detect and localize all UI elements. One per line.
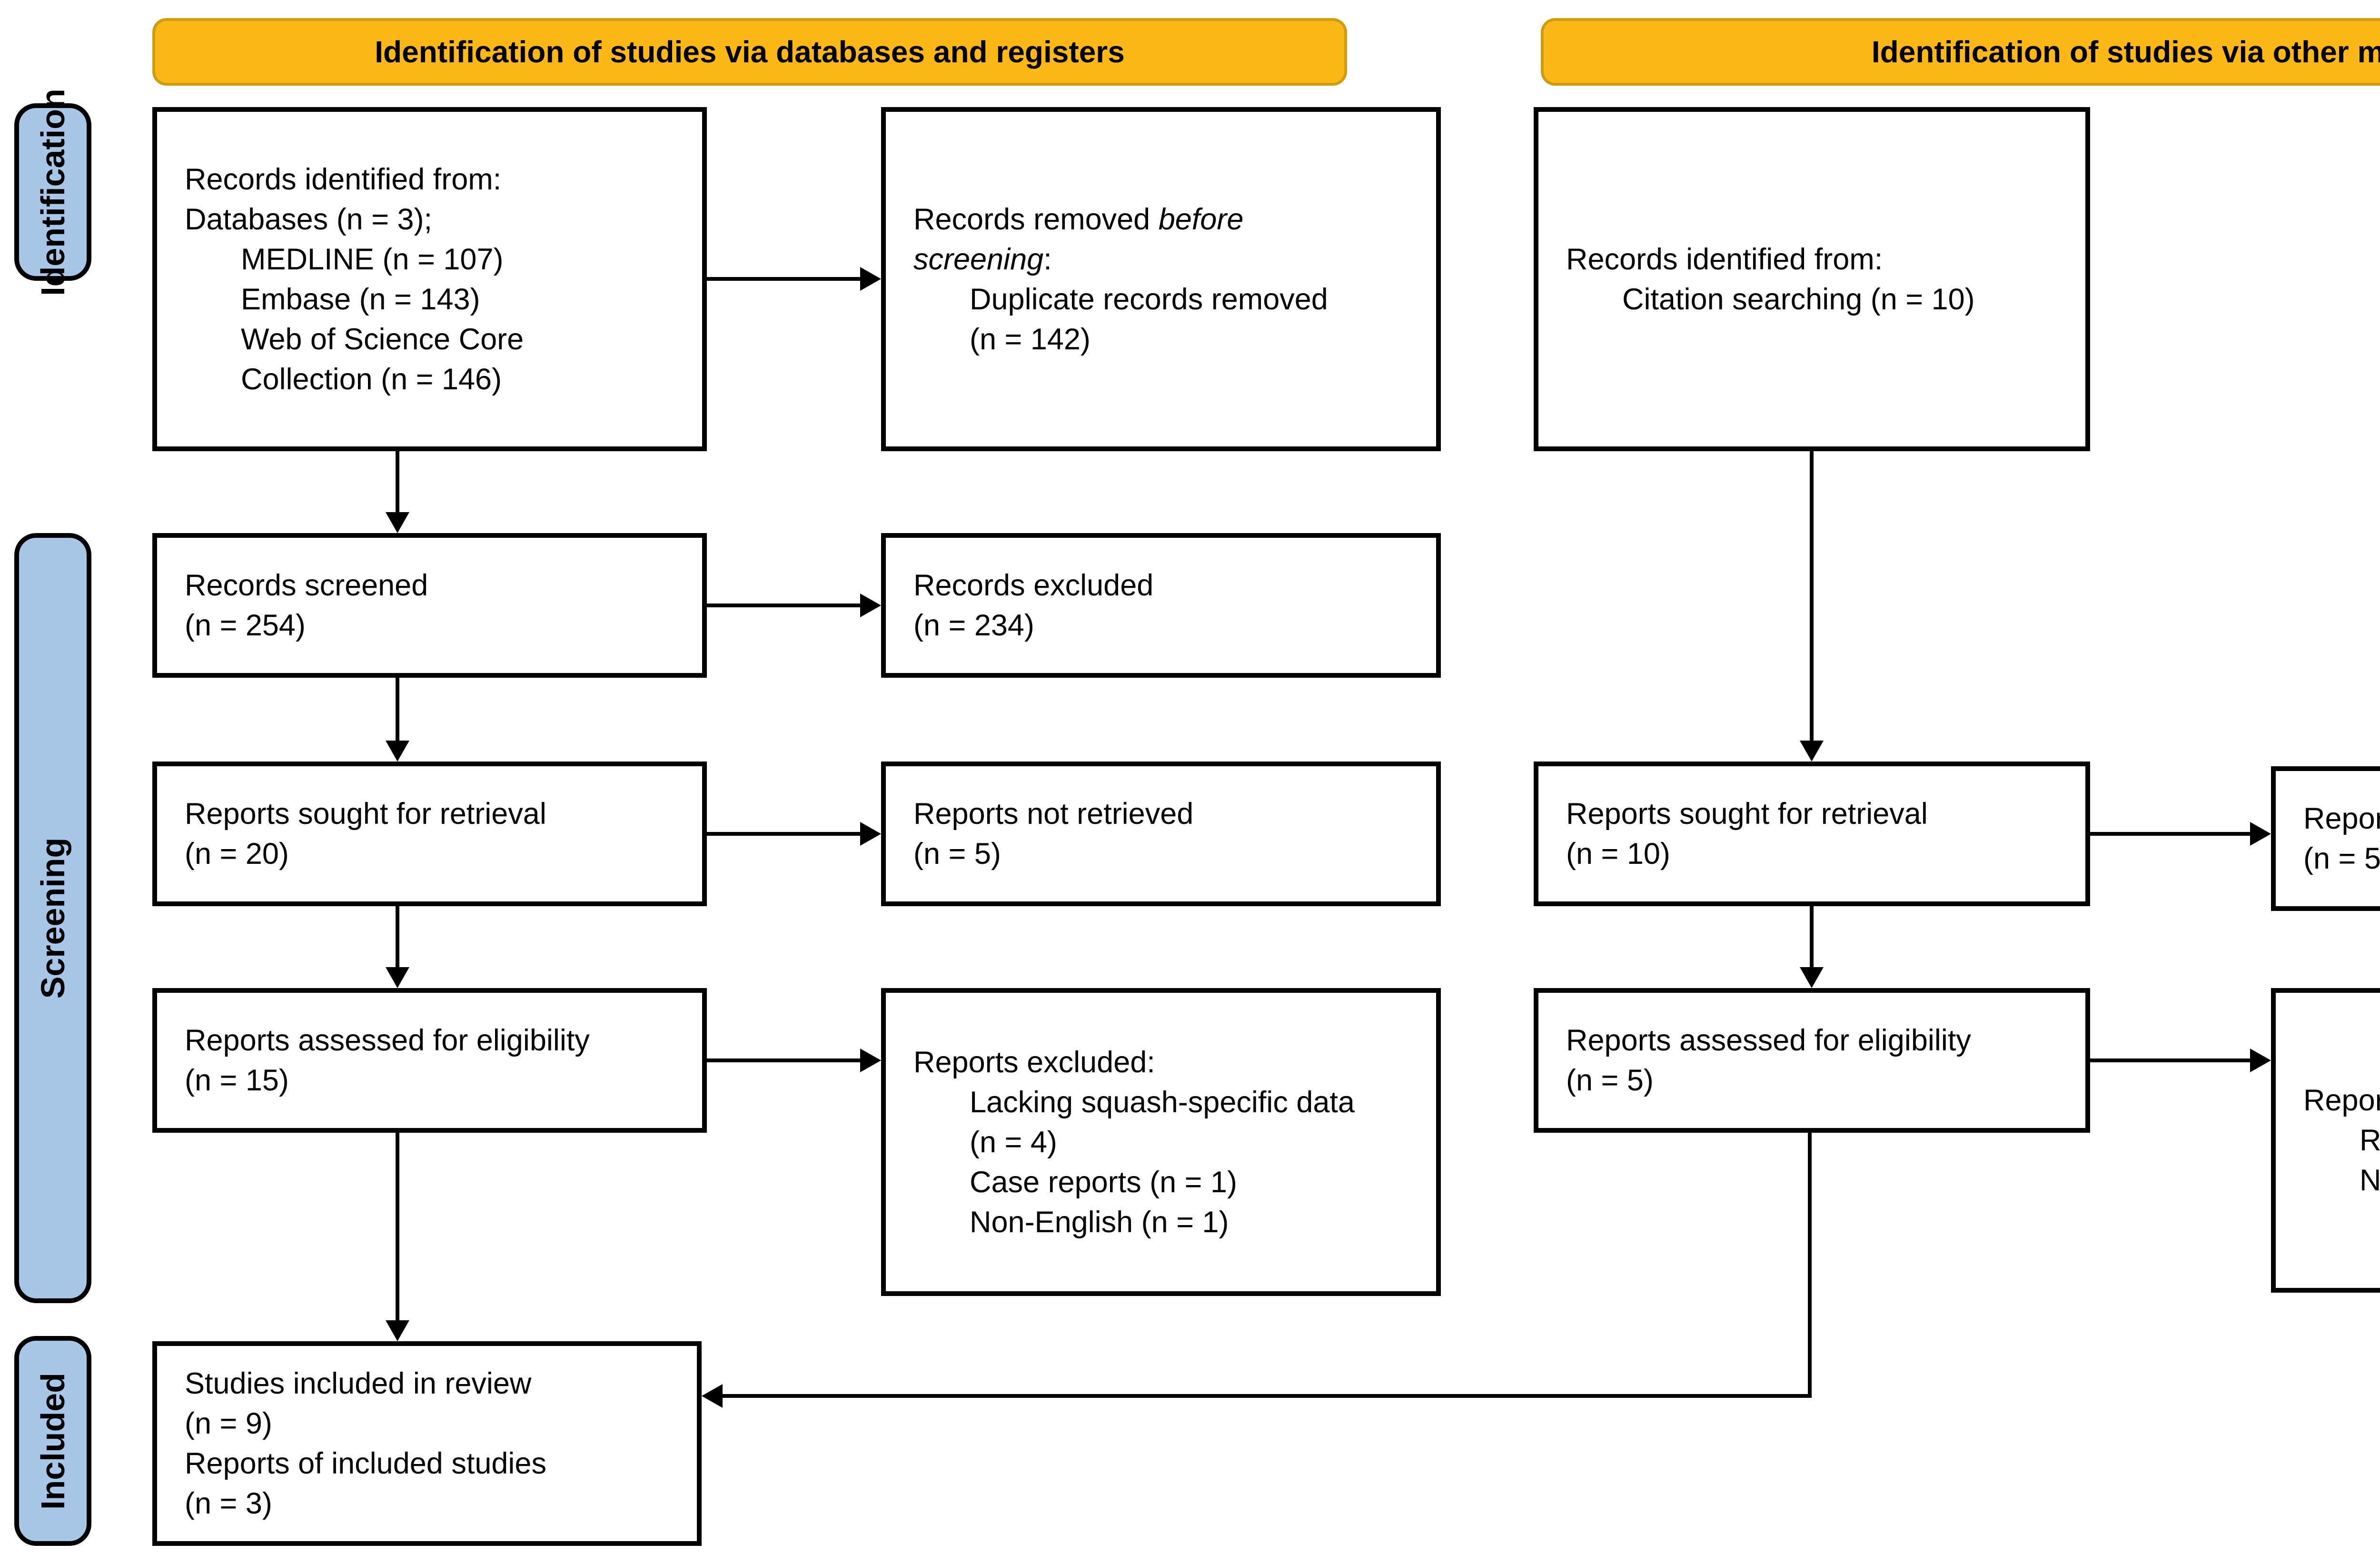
arrow-sought-other-to-notretrieved-line (2090, 832, 2251, 836)
box-text-line: Citation searching (n = 10) (1622, 282, 1975, 316)
stage-screening: Screening (14, 533, 91, 1303)
arrow-screened-to-sought-head (386, 741, 409, 762)
arrow-sought-to-notretrieved-line (707, 832, 861, 836)
box-text-line: (n = 3) (185, 1487, 272, 1520)
box-records-excluded: Records excluded (n = 234) (881, 533, 1441, 678)
header-other-methods: Identification of studies via other meth… (1541, 18, 2380, 86)
arrow-assessed-to-included-head (386, 1320, 409, 1341)
box-text-line: (n = 234) (913, 609, 1034, 642)
arrow-screened-to-sought-line (396, 678, 399, 742)
header-other-methods-label: Identification of studies via other meth… (1871, 35, 2380, 69)
box-text-line: (n = 15) (185, 1064, 289, 1097)
arrow-assessed-other-to-included-vline (1808, 1133, 1812, 1398)
box-text-line: Records removed before (913, 202, 1244, 236)
arrow-assessed-to-excluded-line (707, 1058, 861, 1062)
box-text-line: Non-English (n = 1) (2360, 1164, 2380, 1197)
arrow-identified-to-screened-head (386, 512, 409, 533)
box-text-line: Embase (n = 143) (241, 282, 480, 316)
box-text-line: (n = 254) (185, 609, 306, 642)
arrow-sought-to-notretrieved-head (860, 822, 881, 846)
box-text-line: screening: (913, 242, 1052, 276)
arrow-screened-to-excluded-line (707, 603, 861, 607)
box-text-line: Reports assessed for eligibility (1566, 1024, 1971, 1057)
box-text-line: Records identified from: (185, 162, 502, 196)
box-text-line: (n = 5) (1566, 1064, 1654, 1097)
box-reports-not-retrieved-other: Reports not retrieved (n = 5) (2271, 766, 2380, 911)
box-studies-included: Studies included in review (n = 9) Repor… (152, 1341, 702, 1546)
arrow-assessed-other-to-excluded-line (2090, 1058, 2251, 1062)
arrow-identified-to-removed-head (860, 267, 881, 291)
box-text-line: Records identified from: (1566, 242, 1883, 276)
box-records-identified-citation: Records identified from: Citation search… (1534, 107, 2090, 451)
box-text-line: Non-English (n = 1) (970, 1205, 1229, 1239)
box-reports-excluded-other: Reports excluded: Review (n = 1) Non-Eng… (2271, 988, 2380, 1293)
box-text-line: Records excluded (913, 569, 1154, 602)
arrow-assessed-to-excluded-head (860, 1049, 881, 1072)
arrow-citation-to-sought-head (1800, 741, 1824, 762)
box-text-line: (n = 10) (1566, 837, 1670, 871)
box-text-line: Lacking squash-specific data (970, 1085, 1355, 1119)
box-text-line: Web of Science Core (241, 322, 524, 356)
box-reports-sought-databases: Reports sought for retrieval (n = 20) (152, 762, 707, 906)
box-records-removed-before-screening: Records removed before screening: Duplic… (881, 107, 1441, 451)
box-reports-assessed-other: Reports assessed for eligibility (n = 5) (1534, 988, 2090, 1133)
stage-included: Included (14, 1336, 91, 1546)
arrow-sought-other-to-notretrieved-head (2250, 822, 2271, 846)
arrow-screened-to-excluded-head (860, 594, 881, 617)
box-text-line: Case reports (n = 1) (970, 1165, 1237, 1199)
box-records-screened: Records screened (n = 254) (152, 533, 707, 678)
box-text-line: Reports sought for retrieval (185, 797, 546, 831)
header-databases-registers: Identification of studies via databases … (152, 18, 1347, 86)
arrow-sought-to-assessed-line (396, 906, 399, 970)
box-text-line: Studies included in review (185, 1367, 532, 1400)
box-text-line: Reports sought for retrieval (1566, 797, 1928, 831)
box-text-line: (n = 4) (970, 1125, 1057, 1159)
box-reports-assessed-databases: Reports assessed for eligibility (n = 15… (152, 988, 707, 1133)
box-text-line: (n = 5) (913, 837, 1001, 871)
arrow-assessed-other-to-included-hline (722, 1394, 1812, 1398)
box-text-line: Collection (n = 146) (241, 362, 502, 396)
arrow-assessed-other-to-excluded-head (2250, 1049, 2271, 1072)
box-text-line: (n = 9) (185, 1407, 272, 1440)
box-text-line: Records screened (185, 569, 428, 602)
box-text-line: (n = 20) (185, 837, 289, 871)
box-text-line: Databases (n = 3); (185, 202, 433, 236)
box-text-line: Duplicate records removed (970, 282, 1328, 316)
arrow-assessed-other-to-included-head (702, 1384, 723, 1408)
box-reports-sought-other: Reports sought for retrieval (n = 10) (1534, 762, 2090, 906)
arrow-identified-to-removed-line (707, 277, 861, 281)
box-text-line: Reports excluded: (2303, 1084, 2380, 1117)
header-databases-registers-label: Identification of studies via databases … (375, 35, 1125, 69)
box-text-line: (n = 142) (970, 322, 1091, 356)
box-text-line: Reports of included studies (185, 1447, 546, 1480)
box-reports-excluded-databases: Reports excluded: Lacking squash-specifi… (881, 988, 1441, 1296)
arrow-citation-to-sought-line (1810, 451, 1814, 742)
box-text-line: Reports not retrieved (2303, 802, 2380, 835)
box-text-line: Reports excluded: (913, 1045, 1155, 1079)
arrow-sought-other-to-assessed-head (1800, 967, 1824, 988)
box-records-identified-databases: Records identified from: Databases (n = … (152, 107, 707, 451)
arrow-assessed-to-included-line (396, 1133, 399, 1323)
arrow-sought-other-to-assessed-line (1810, 906, 1814, 970)
stage-identification-label: Identification (34, 88, 71, 296)
stage-screening-label: Screening (34, 837, 72, 999)
arrow-sought-to-assessed-head (386, 967, 409, 988)
box-reports-not-retrieved-databases: Reports not retrieved (n = 5) (881, 762, 1441, 906)
box-text-line: Reports assessed for eligibility (185, 1024, 590, 1057)
stage-included-label: Included (34, 1372, 72, 1510)
arrow-identified-to-screened-line (396, 451, 399, 514)
box-text-line: (n = 5) (2303, 842, 2380, 875)
box-text-line: Reports not retrieved (913, 797, 1194, 831)
stage-identification: Identification (14, 89, 91, 296)
box-text-line: Review (n = 1) (2360, 1124, 2380, 1157)
box-text-line: MEDLINE (n = 107) (241, 242, 504, 276)
